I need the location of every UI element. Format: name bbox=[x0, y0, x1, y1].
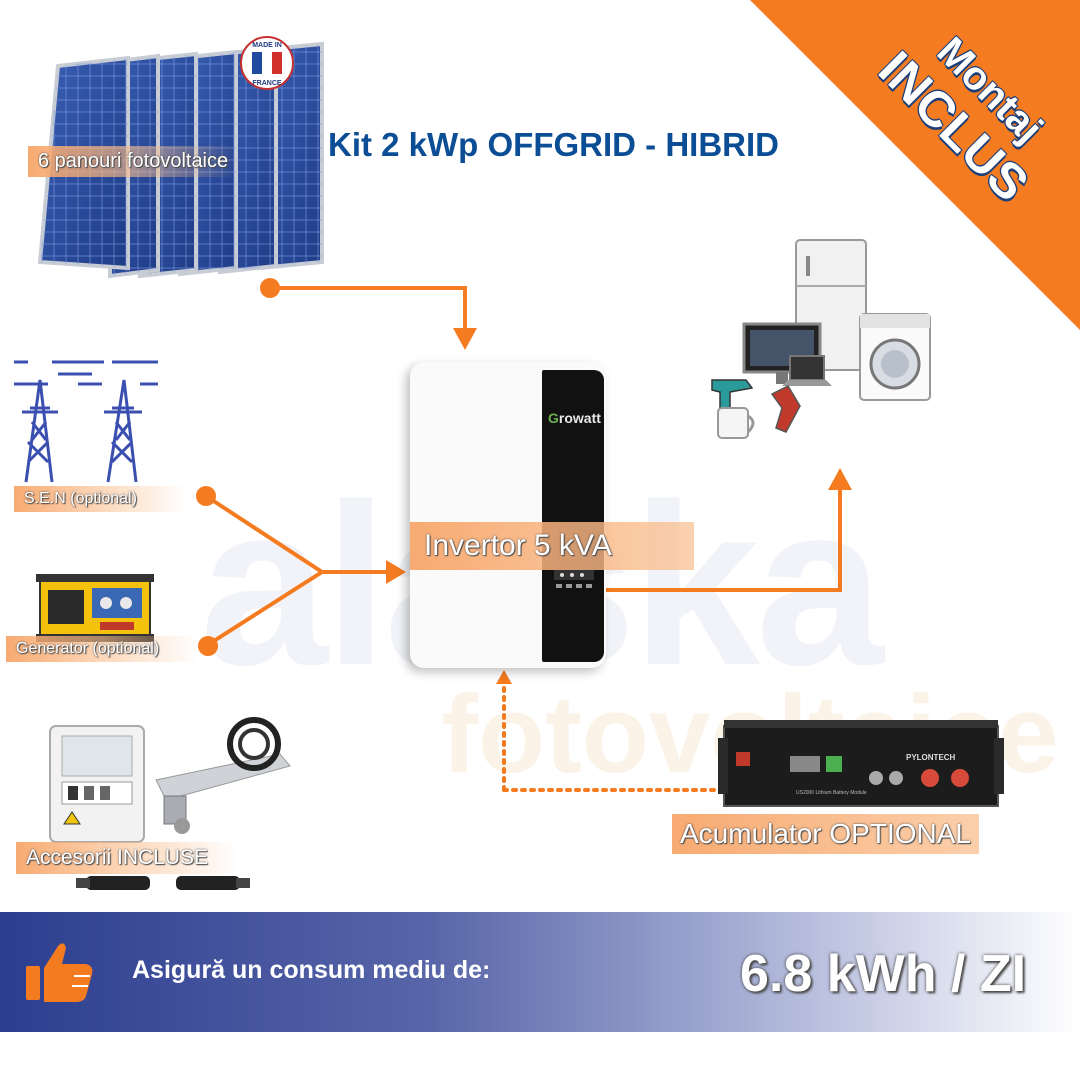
made-in-france-badge-icon: MADE IN FRANCE bbox=[240, 36, 294, 90]
inverter-icon: Growatt bbox=[410, 362, 606, 668]
battery-icon: PYLONTECH US2000 Lithium Battery Module bbox=[718, 720, 1004, 807]
power-tower-icon bbox=[14, 360, 158, 483]
battery-model: US2000 Lithium Battery Module bbox=[796, 790, 867, 796]
battery-brand: PYLONTECH bbox=[906, 753, 956, 762]
inverter-leds-icon bbox=[554, 570, 594, 588]
inverter-front-panel bbox=[542, 370, 604, 662]
inverter-label: Invertor 5 kVA bbox=[410, 522, 694, 570]
arrow-to-loads bbox=[828, 468, 852, 490]
grid-connector-dot bbox=[196, 486, 216, 506]
cable-roll-icon bbox=[227, 717, 281, 771]
page-title: Kit 2 kWp OFFGRID - HIBRID bbox=[328, 126, 779, 163]
kettle-icon bbox=[717, 407, 749, 439]
svg-text:FRANCE: FRANCE bbox=[252, 80, 281, 87]
battery-label: Acumulator OPTIONAL bbox=[672, 814, 979, 854]
svg-text:MADE IN: MADE IN bbox=[252, 42, 282, 49]
appliances-icon bbox=[711, 239, 931, 439]
bottom-banner bbox=[0, 912, 1080, 1032]
arrow-to-inverter-top bbox=[453, 328, 477, 350]
generator-icon bbox=[36, 574, 154, 642]
inverter-brand: Growatt bbox=[548, 410, 601, 426]
panel-to-inverter-line bbox=[270, 286, 467, 330]
bottom-consumption-value: 6.8 kWh / ZI bbox=[740, 945, 1027, 1003]
arrow-to-inverter-left bbox=[386, 560, 406, 584]
accessories-icon bbox=[49, 717, 291, 890]
solar-panels-icon bbox=[37, 41, 324, 279]
panels-label: 6 panouri fotovoltaice bbox=[28, 146, 239, 177]
generator-connector-dot bbox=[198, 636, 218, 656]
thumbs-up-icon bbox=[26, 943, 93, 1002]
sources-merge-line bbox=[204, 494, 326, 648]
bottom-consumption-text: Asigură un consum mediu de: bbox=[132, 956, 491, 984]
inverter-body: Growatt bbox=[410, 362, 606, 668]
arrow-battery-up bbox=[496, 670, 512, 684]
generator-label: Generator (optional) bbox=[6, 636, 200, 662]
hair-dryer-icon bbox=[770, 385, 801, 433]
accessories-label: Accesorii INCLUSE bbox=[16, 842, 239, 874]
grid-label: S.E.N (optional) bbox=[14, 486, 187, 512]
panel-connector-dot bbox=[260, 278, 280, 298]
laptop-icon bbox=[789, 355, 825, 381]
inverter-to-load-line bbox=[606, 490, 842, 592]
mc4-connector-icon bbox=[76, 876, 250, 890]
